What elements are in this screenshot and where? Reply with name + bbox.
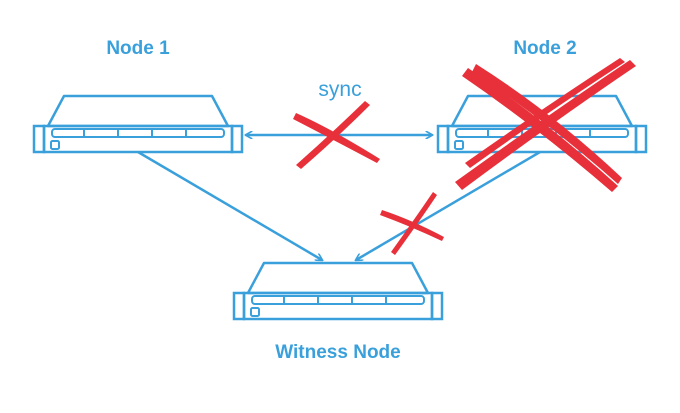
node1-label: Node 1 (106, 38, 170, 59)
sync-broken-x-icon (293, 101, 380, 169)
node2-label: Node 2 (513, 38, 576, 59)
witness-link-broken-x-icon (380, 192, 444, 255)
node2-failed-x-icon (455, 58, 636, 192)
node1-server-rack-icon (32, 94, 244, 154)
sync-label: sync (318, 78, 361, 101)
witness-node-label: Witness Node (275, 342, 400, 363)
witness-server-rack-icon (232, 261, 444, 321)
node2-to-witness-link (356, 150, 541, 260)
node1-to-witness-link (137, 150, 322, 260)
